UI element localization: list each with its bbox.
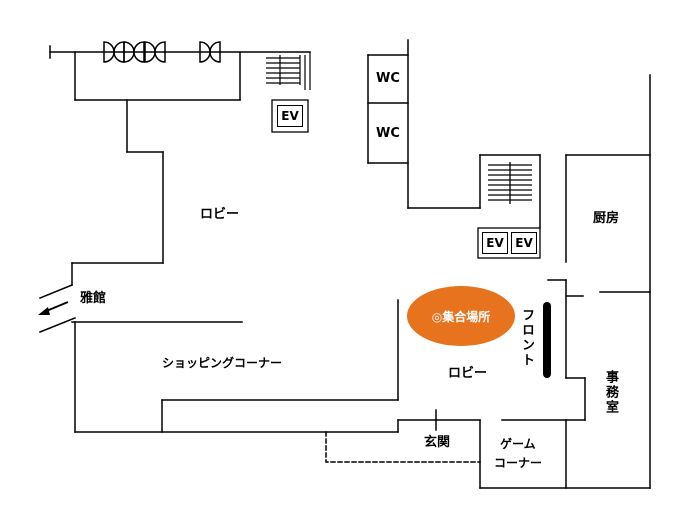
front-desk-label: フロント (519, 308, 534, 368)
path-dashed (325, 431, 481, 463)
wc-label: WC (376, 126, 400, 141)
front-desk-counter (543, 302, 551, 378)
door-icon (199, 41, 221, 63)
wall (39, 317, 76, 333)
lobby-label: ロビー (448, 366, 488, 381)
shopping-corner-label: ショッピングコーナー (162, 356, 283, 370)
door-icon (144, 41, 166, 63)
door-icon (123, 41, 145, 63)
meeting-point-label: ◎集合場所 (431, 309, 491, 324)
stairs-icon (488, 162, 532, 204)
arrow-left-down-icon (38, 301, 69, 315)
wc-label: WC (376, 71, 400, 86)
office-label: 事務室 (603, 370, 618, 415)
wall (39, 284, 73, 299)
elevator-frame (271, 99, 309, 133)
kitchen-label: 厨房 (593, 211, 620, 226)
stairs-icon (266, 52, 311, 90)
elevator-frame (477, 227, 541, 259)
annex-label: 雅館 (80, 291, 107, 306)
entrance-label: 玄関 (424, 435, 451, 450)
game-corner-label: コーナー (494, 456, 543, 470)
meeting-point-marker[interactable]: ◎集合場所 (407, 286, 515, 346)
elevator-label: EV (482, 232, 508, 254)
lobby-label: ロビー (200, 207, 240, 222)
elevator-label: EV (277, 105, 303, 127)
elevator-label: EV (511, 232, 537, 254)
game-corner-label: ゲーム (500, 437, 536, 451)
